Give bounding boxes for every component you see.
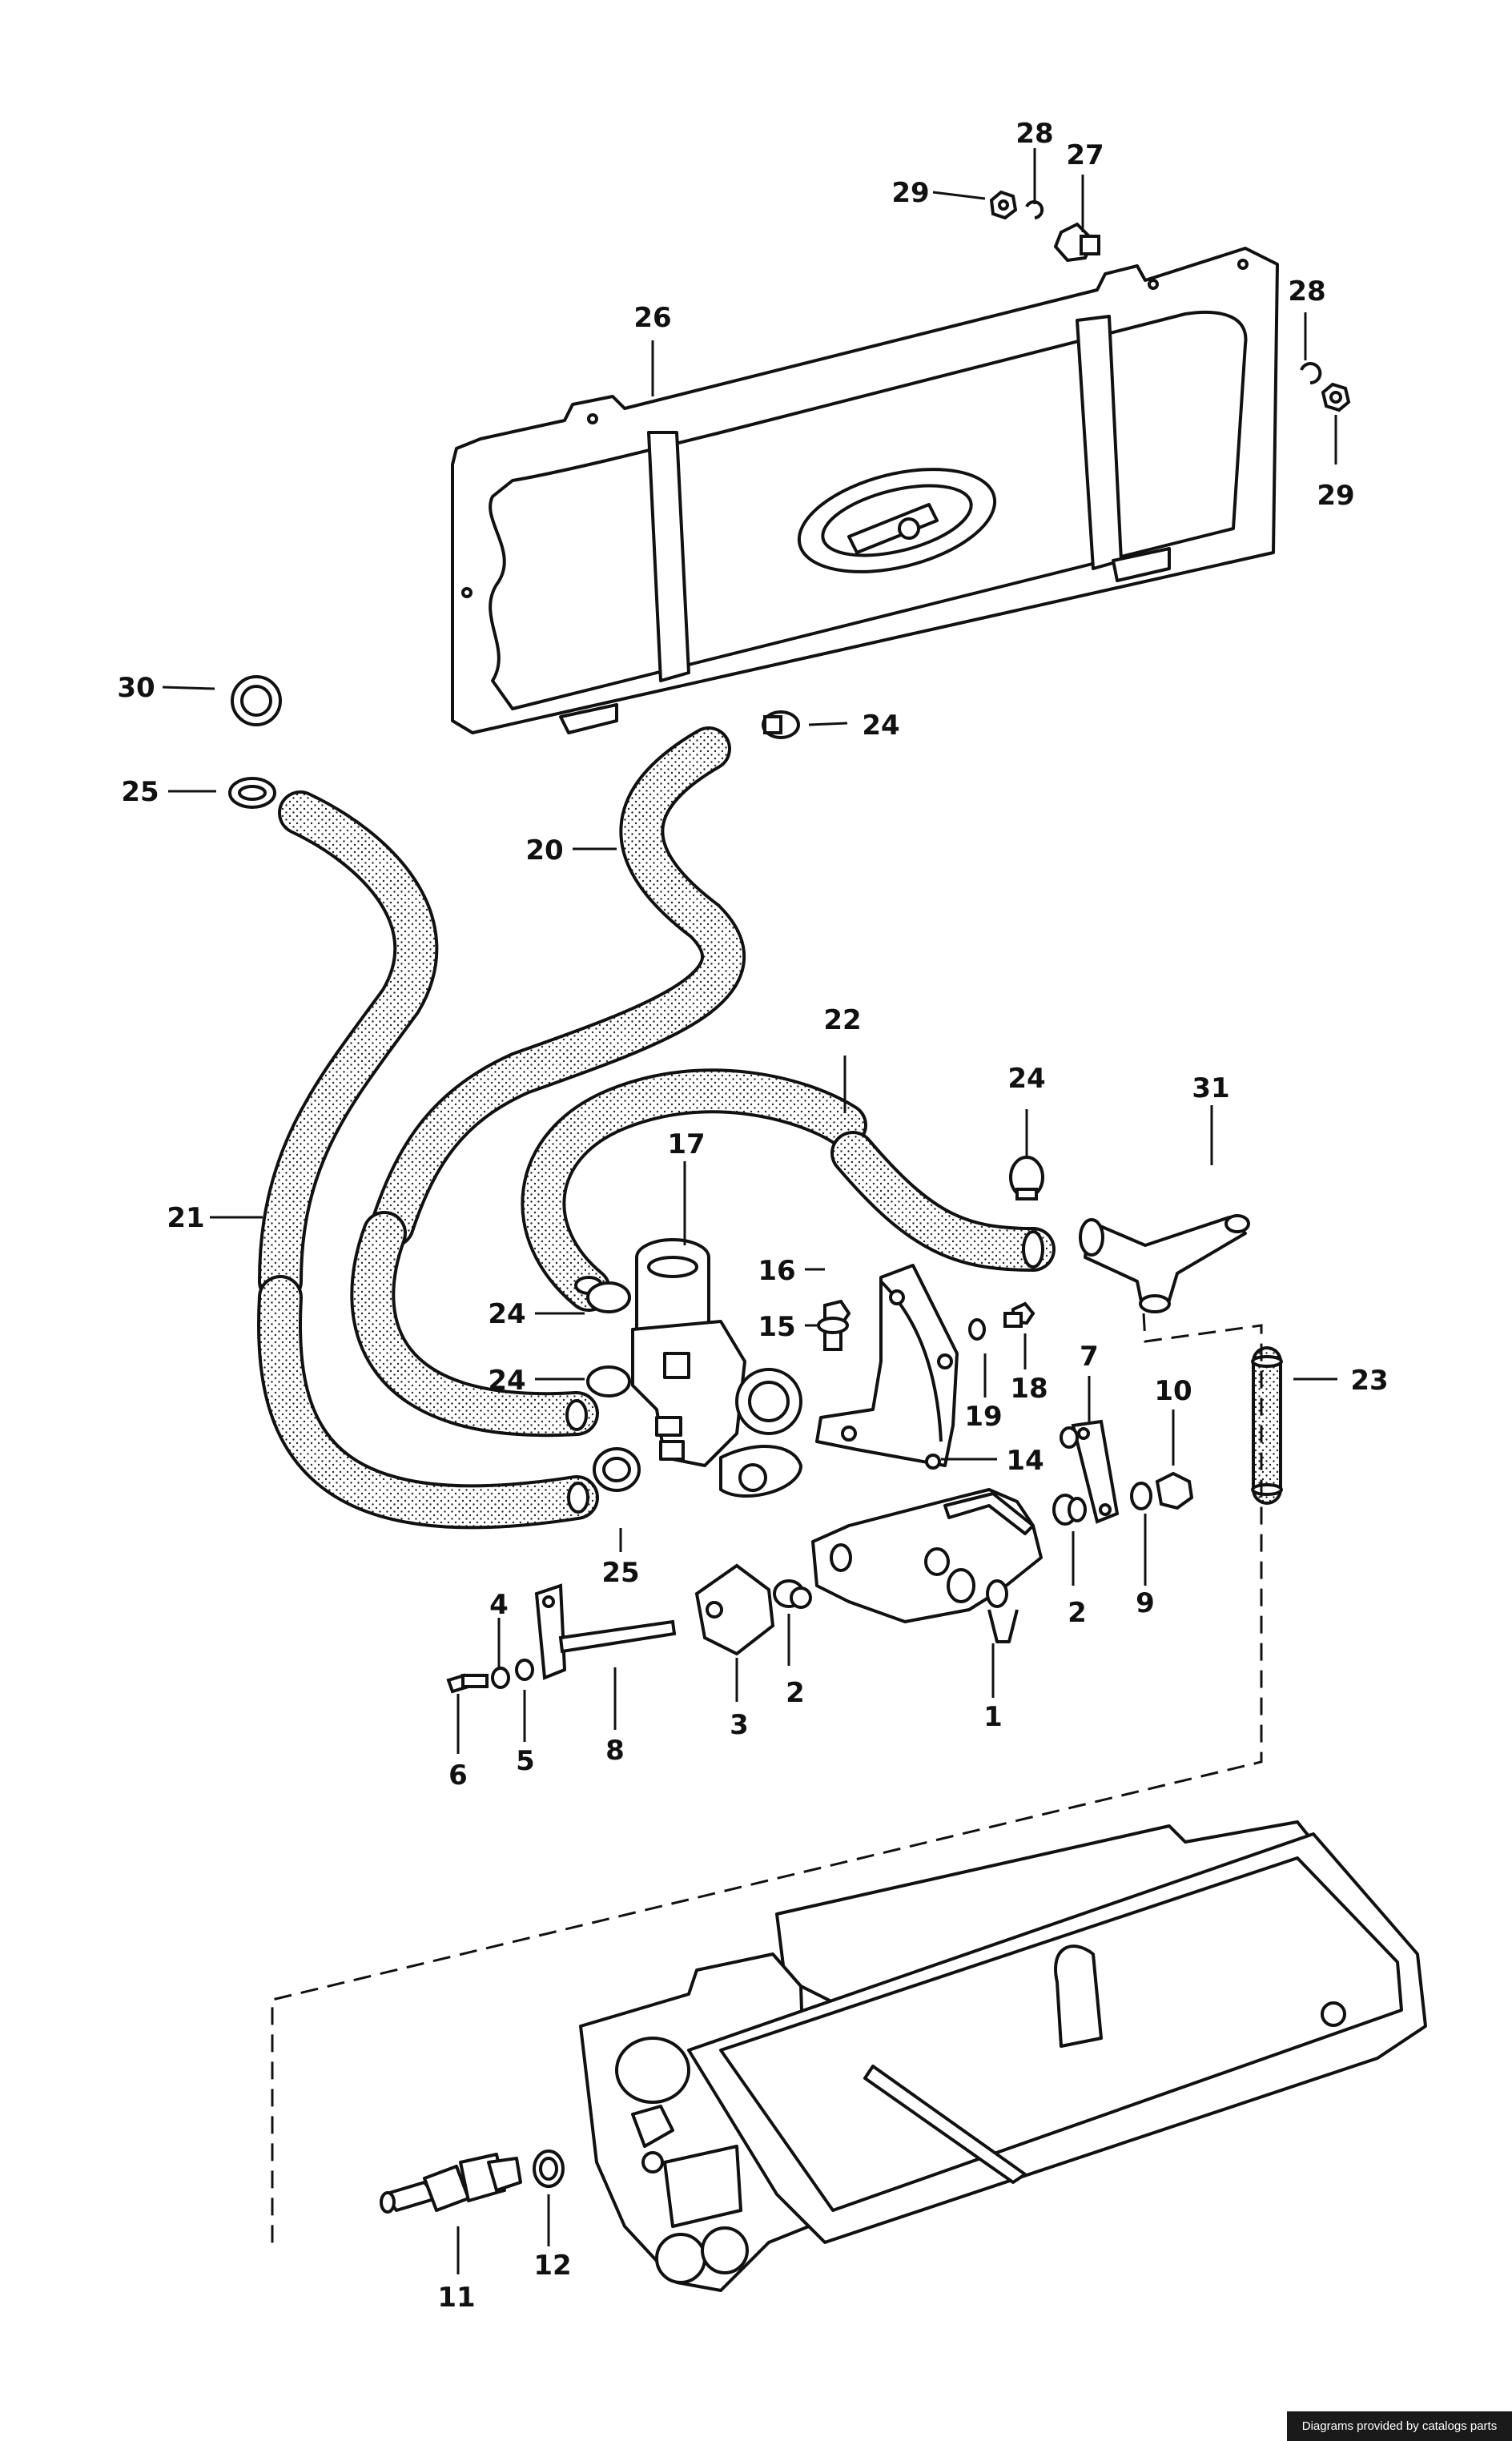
callout-9: 9 [1136, 1587, 1155, 1619]
callout-24-top: 24 [862, 710, 899, 742]
control-valve [631, 1238, 802, 1498]
callout-14: 14 [1006, 1445, 1044, 1477]
callout-24-mid: 24 [488, 1298, 525, 1330]
callout-6: 6 [448, 1759, 468, 1792]
fan-housing [579, 1820, 1427, 2292]
expansion-tank [451, 247, 1279, 734]
callout-29-right: 29 [1317, 480, 1354, 512]
callout-24-low: 24 [488, 1365, 525, 1397]
callout-25-left: 25 [121, 776, 159, 808]
callout-2-left: 2 [786, 1677, 805, 1709]
hose-clamps [228, 675, 1044, 1492]
base-mount [811, 1488, 1043, 1643]
bracket [815, 1264, 959, 1470]
callout-31: 31 [1192, 1072, 1229, 1104]
callout-28-top: 28 [1015, 118, 1053, 150]
callout-19: 19 [964, 1401, 1002, 1433]
leader-lines [162, 148, 1337, 2274]
temp-sender [380, 2149, 565, 2214]
bolts-washers [446, 1299, 1194, 1694]
callout-23: 23 [1350, 1365, 1388, 1397]
y-piece [1079, 1214, 1250, 1313]
callout-22: 22 [823, 1004, 861, 1036]
callout-27: 27 [1066, 139, 1104, 171]
callout-18: 18 [1010, 1373, 1048, 1405]
callout-10: 10 [1154, 1375, 1192, 1407]
callout-1: 1 [983, 1701, 1003, 1733]
callout-4: 4 [489, 1589, 509, 1621]
callout-25-bottom: 25 [601, 1557, 639, 1589]
callout-29-top: 29 [891, 177, 929, 209]
callout-17: 17 [667, 1128, 705, 1160]
callout-21: 21 [167, 1202, 204, 1234]
hoses [257, 726, 1282, 1530]
callout-30: 30 [117, 672, 155, 704]
dashed-leaders [271, 1313, 1263, 2249]
callout-5: 5 [516, 1745, 535, 1777]
callout-20: 20 [525, 834, 563, 867]
callout-11: 11 [437, 2282, 475, 2314]
callout-26: 26 [633, 302, 671, 334]
callout-28-right: 28 [1288, 275, 1325, 308]
callout-8: 8 [605, 1735, 625, 1767]
callout-3: 3 [730, 1709, 749, 1741]
credit-footer: Diagrams provided by catalogs parts [1287, 2411, 1512, 2441]
callout-16: 16 [758, 1255, 795, 1287]
callout-12: 12 [533, 2250, 571, 2282]
mount-hardware [989, 190, 1351, 412]
callout-15: 15 [758, 1311, 795, 1343]
callout-2-right: 2 [1068, 1597, 1087, 1629]
callout-24-right: 24 [1007, 1063, 1045, 1095]
callout-7: 7 [1080, 1341, 1099, 1373]
callout-labels: 1 2 2 3 4 5 6 7 8 9 10 11 12 14 15 16 17… [117, 118, 1388, 2314]
